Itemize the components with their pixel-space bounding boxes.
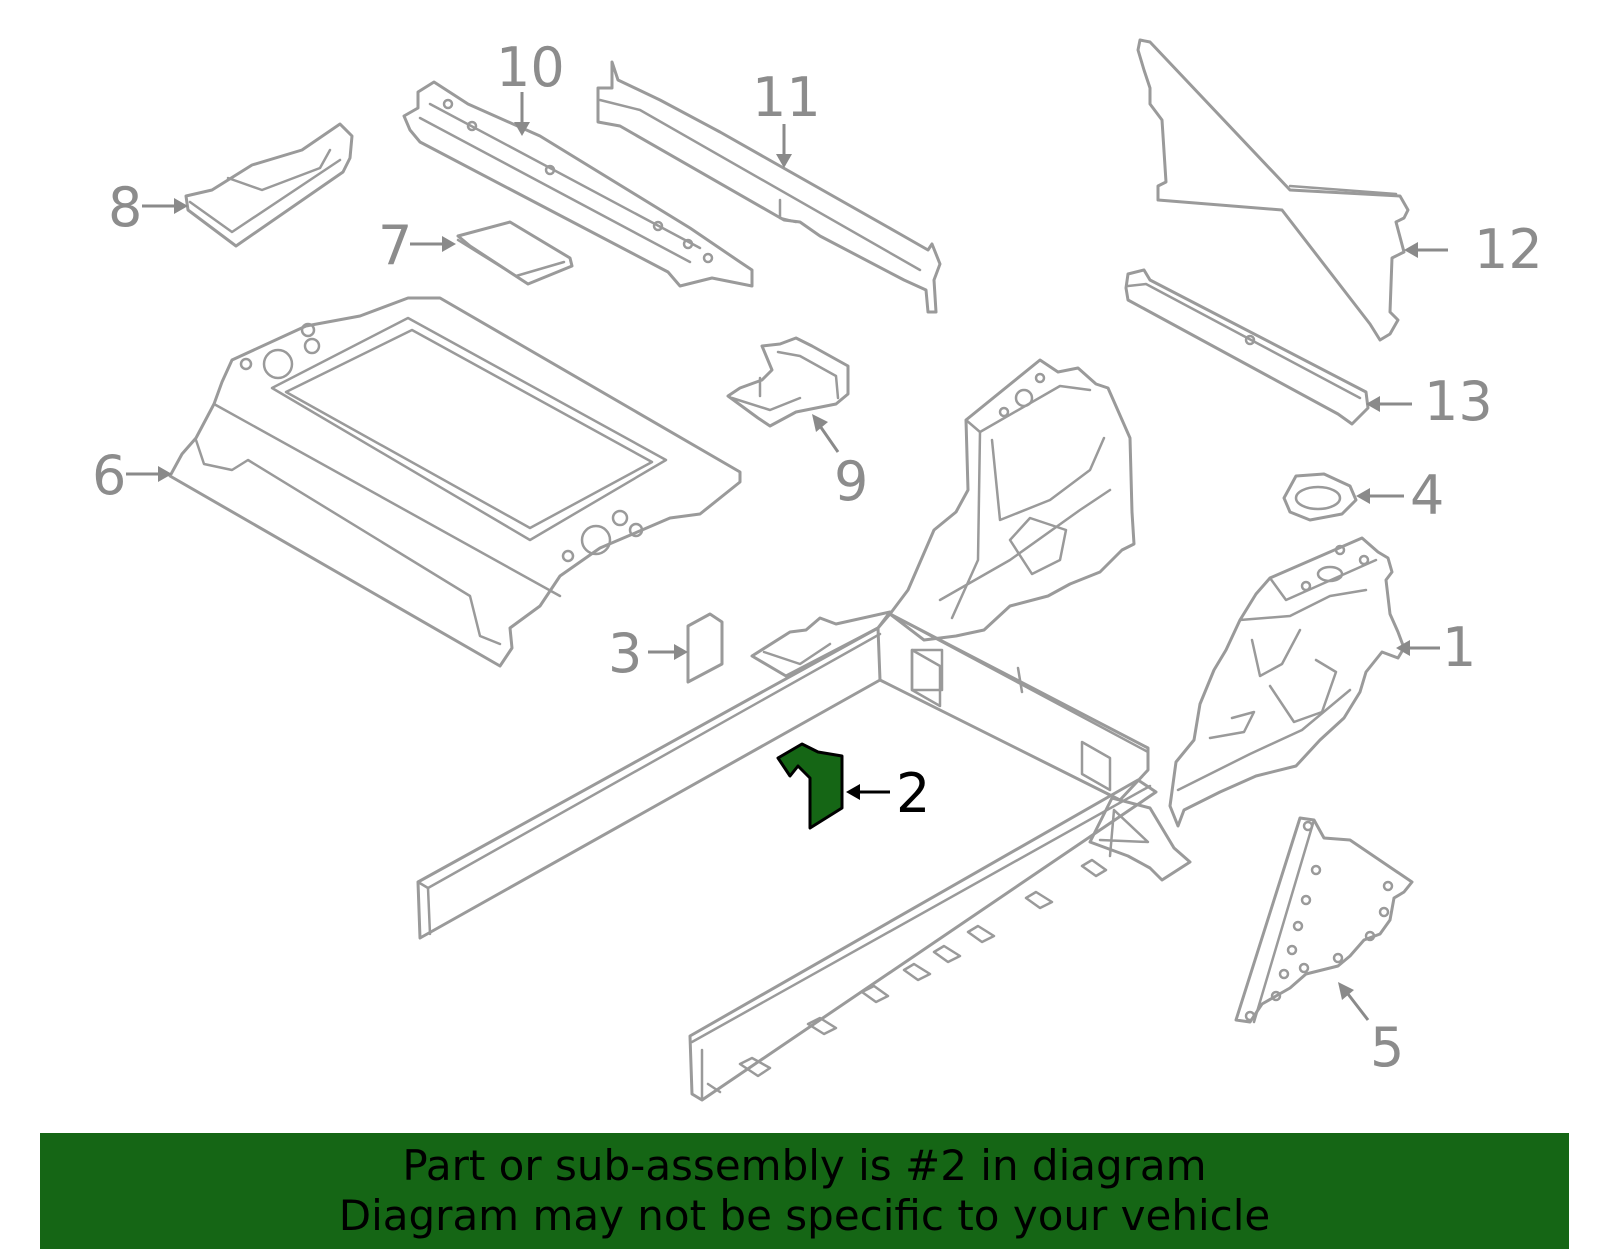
callout-13: 13: [1366, 370, 1493, 433]
svg-text:4: 4: [1410, 464, 1444, 527]
info-banner: Part or sub-assembly is #2 in diagram Di…: [40, 1133, 1569, 1249]
svg-text:10: 10: [496, 36, 565, 99]
front-frame-assembly: [416, 358, 1192, 1102]
banner-line-disclaimer: Diagram may not be specific to your vehi…: [338, 1191, 1271, 1240]
svg-text:2: 2: [896, 762, 930, 825]
svg-text:11: 11: [752, 66, 821, 129]
banner-line-part: Part or sub-assembly is #2 in diagram: [402, 1141, 1207, 1190]
callout-2: 2: [846, 762, 930, 825]
part-5: [1234, 816, 1414, 1024]
callout-9: 9: [812, 414, 868, 513]
svg-text:6: 6: [92, 444, 126, 507]
callout-10: 10: [496, 36, 565, 136]
part-2-highlighted: [776, 742, 844, 830]
callout-7: 7: [378, 214, 456, 277]
callout-1: 1: [1396, 616, 1476, 679]
part-6: [168, 296, 742, 668]
svg-text:12: 12: [1474, 218, 1543, 281]
part-12: [1136, 38, 1410, 342]
svg-text:7: 7: [378, 214, 412, 277]
part-11: [596, 60, 942, 314]
callout-11: 11: [752, 66, 821, 168]
part-9: [726, 336, 850, 428]
part-10: [402, 80, 754, 288]
svg-text:3: 3: [608, 622, 642, 685]
callout-12: 12: [1404, 218, 1543, 281]
parts-diagram: 1 2 3 4 5 6 7 8 9 10: [92, 36, 1543, 1102]
part-4: [1282, 472, 1358, 522]
part-7: [456, 220, 574, 286]
part-13: [1124, 268, 1370, 426]
part-8: [184, 122, 354, 248]
svg-text:5: 5: [1370, 1016, 1404, 1079]
svg-text:13: 13: [1424, 370, 1493, 433]
callout-3: 3: [608, 622, 688, 685]
svg-text:1: 1: [1442, 616, 1476, 679]
svg-text:9: 9: [834, 450, 868, 513]
svg-text:8: 8: [108, 176, 142, 239]
callout-4: 4: [1356, 464, 1444, 527]
part-3: [686, 612, 724, 684]
callout-6: 6: [92, 444, 172, 507]
callout-8: 8: [108, 176, 188, 239]
part-1: [1168, 536, 1406, 828]
callout-5: 5: [1338, 982, 1404, 1079]
